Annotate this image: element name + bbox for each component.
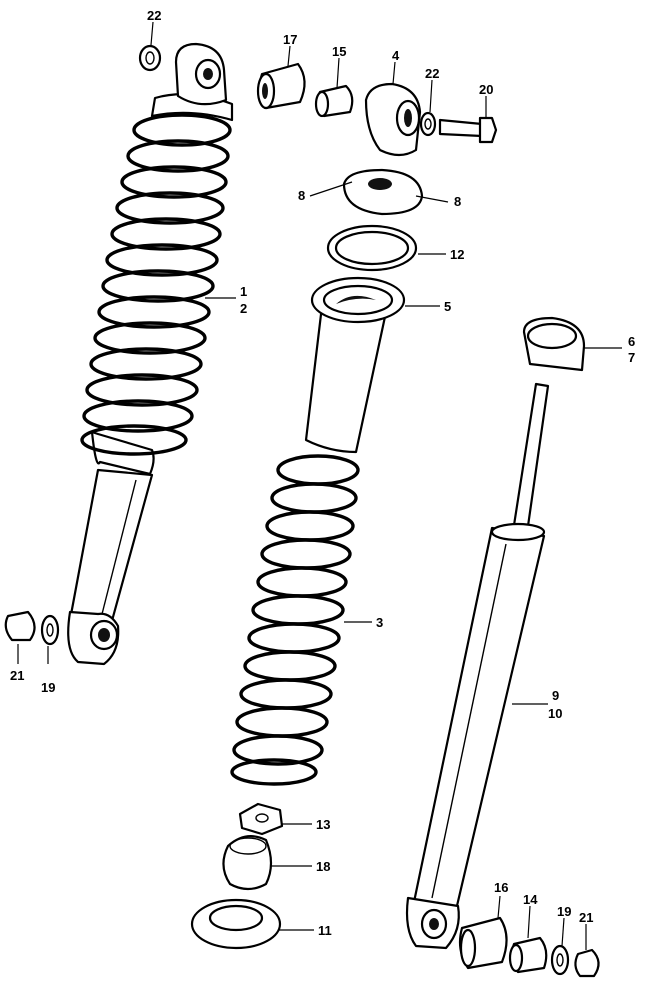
callout-8-right: 8 [454, 194, 461, 209]
spring-coils-assembly [80, 113, 232, 456]
upper-joint-4 [364, 82, 422, 157]
callout-8-left: 8 [298, 188, 305, 203]
collar-15 [314, 84, 354, 118]
callout-11: 11 [318, 923, 332, 938]
callout-22-top: 22 [147, 8, 161, 23]
callout-15: 15 [332, 44, 346, 59]
callout-6: 6 [628, 334, 635, 349]
callout-2: 2 [240, 301, 247, 316]
callout-7: 7 [628, 350, 635, 365]
cap-nut-21-right [574, 948, 600, 978]
lower-eye [67, 610, 120, 666]
callout-21-right: 21 [579, 910, 593, 925]
bushing-16 [458, 916, 508, 970]
seat-11 [190, 898, 282, 950]
callout-3: 3 [376, 615, 383, 630]
bolt-20 [438, 116, 498, 144]
bushing-17 [256, 62, 306, 110]
spring-collar-6-7 [522, 316, 586, 372]
washer-22-top [138, 44, 162, 72]
spring-3 [230, 454, 360, 786]
callout-19-left: 19 [41, 680, 55, 695]
spring-cover-5 [304, 276, 406, 454]
callout-22-mid: 22 [425, 66, 439, 81]
callout-18: 18 [316, 859, 330, 874]
stopper-rubber-18 [222, 835, 273, 891]
washer-19-right [550, 944, 570, 976]
upper-eye [174, 42, 228, 106]
callout-5: 5 [444, 299, 451, 314]
callout-16: 16 [494, 880, 508, 895]
callout-10: 10 [548, 706, 562, 721]
shock-absorber-assembly [67, 42, 234, 666]
callout-4: 4 [392, 48, 400, 63]
callout-9: 9 [552, 688, 559, 703]
callout-14: 14 [523, 892, 538, 907]
damper-9-10 [405, 382, 550, 950]
callout-13: 13 [316, 817, 330, 832]
callout-1: 1 [240, 284, 247, 299]
callout-21-left: 21 [10, 668, 24, 683]
callout-19-right: 19 [557, 904, 571, 919]
washer-22-mid [419, 111, 437, 137]
cap-nut-21-left [4, 610, 36, 642]
callout-12: 12 [450, 247, 464, 262]
ring-12 [326, 224, 418, 272]
nut-13 [238, 802, 284, 836]
callout-20: 20 [479, 82, 493, 97]
leader-lines [17, 21, 622, 950]
washer-19-left [40, 614, 60, 646]
collar-14 [508, 936, 548, 974]
callout-17: 17 [283, 32, 297, 47]
spring-seat-8 [342, 168, 424, 216]
